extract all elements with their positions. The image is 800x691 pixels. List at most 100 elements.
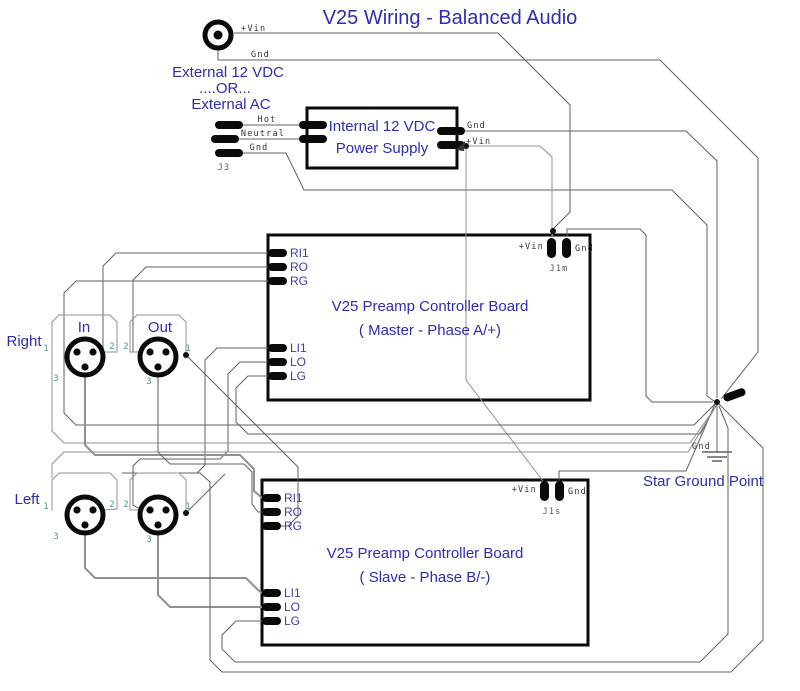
diagram-title: V25 Wiring - Balanced Audio <box>323 7 578 29</box>
wire-j1s-gnd <box>558 403 716 481</box>
wire-rout3-slave-ro <box>157 375 262 513</box>
wire-master-lg <box>235 375 718 435</box>
j3-neutral-label: Neutral <box>241 129 285 139</box>
board-pin-pill-lg <box>268 372 287 380</box>
xlr-in-label: In <box>78 319 91 336</box>
psu-title-line1: Internal 12 VDC <box>329 118 436 135</box>
xlr-pin-number: 1 <box>43 344 48 354</box>
board-pin-pill-rg <box>268 277 287 285</box>
board-pin-label-ro: RO <box>290 260 308 274</box>
xlr-pin-number: 2 <box>123 342 128 352</box>
board-pin-label-ri1: RI1 <box>290 246 309 260</box>
xlr-pin-number: 1 <box>185 502 190 512</box>
power-header-pin <box>547 238 556 258</box>
xlr-pin-number: 2 <box>123 500 128 510</box>
board-pin-pill-ri1 <box>262 494 281 502</box>
vin-arrow-icon <box>456 141 465 151</box>
wire-rin3-slave-ri1 <box>84 375 263 499</box>
board-pin-pill-li1 <box>262 589 281 597</box>
j1s-gnd-label: Gnd <box>568 487 587 497</box>
bracket-right-out <box>129 314 187 353</box>
xlr-pin-number: 3 <box>146 535 151 545</box>
xlr-pin <box>154 521 162 529</box>
pin-pill <box>299 121 327 129</box>
xlr-out-label: Out <box>148 319 173 336</box>
slave-title-line2: ( Slave - Phase B/-) <box>360 569 491 586</box>
wire-barrel-gnd <box>217 49 759 400</box>
or-label: ....OR... <box>199 80 251 97</box>
xlr-pin <box>89 506 97 514</box>
star-ground-lug <box>723 388 746 402</box>
junction-dot <box>550 228 556 234</box>
wire-shield-bus-1 <box>51 355 718 444</box>
board-pin-pill-ri1 <box>268 249 287 257</box>
wire-psu-vin-j1m <box>461 145 553 236</box>
board-pin-label-rg: RG <box>284 519 302 533</box>
bracket-left-in <box>51 472 118 511</box>
xlr-connector-icon <box>137 494 179 536</box>
board-pin-label-lo: LO <box>290 355 306 369</box>
master-title-line1: V25 Preamp Controller Board <box>332 298 529 315</box>
xlr-pin <box>146 506 154 514</box>
barrel-vin-label: +Vin <box>241 24 266 34</box>
xlr-pin-number: 1 <box>43 502 48 512</box>
j1m-gnd-label: Gnd <box>575 244 594 254</box>
xlr-pin-number: 3 <box>53 374 58 384</box>
psu-out-vin-label: +Vin <box>466 137 491 147</box>
dc-barrel-center-pin <box>213 30 223 40</box>
xlr-pin <box>81 363 89 371</box>
dc-barrel-connector-icon <box>202 19 234 51</box>
board-pin-label-rg: RG <box>290 274 308 288</box>
wire-psu-vin-j1s <box>465 146 544 482</box>
j1m-name-label: J1m <box>550 264 569 274</box>
pin-pill <box>215 121 243 129</box>
board-pin-label-li1: LI1 <box>284 586 301 600</box>
right-channel-label: Right <box>6 333 42 350</box>
wire-lout1-stub <box>185 473 226 514</box>
wire-j1m-gnd <box>566 228 713 403</box>
power-header-pin <box>562 238 571 258</box>
xlr-pin <box>73 506 81 514</box>
xlr-pin <box>146 348 154 356</box>
wire-j3-gnd <box>243 152 715 402</box>
board-pin-label-lg: LG <box>284 614 300 628</box>
power-header-pin <box>540 481 549 501</box>
board-pin-label-ri1: RI1 <box>284 491 303 505</box>
master-title-line2: ( Master - Phase A/+) <box>359 322 501 339</box>
xlr-pin-number: 3 <box>53 532 58 542</box>
pin-pill <box>437 141 465 149</box>
xlr-pin <box>89 348 97 356</box>
xlr-pin <box>81 521 89 529</box>
external-dc-label: External 12 VDC <box>172 64 284 81</box>
xlr-pin <box>162 348 170 356</box>
j1m-vin-label: +Vin <box>519 242 544 252</box>
star-ground-point-label: Star Ground Point <box>643 473 764 490</box>
board-pin-pill-li1 <box>268 344 287 352</box>
bracket-left-out <box>129 472 187 511</box>
xlr-connector-icon <box>137 336 179 378</box>
bracket-right-in <box>51 314 118 355</box>
wire-master-li1 <box>122 347 268 474</box>
wire-master-ri1 <box>102 252 268 350</box>
xlr-pin-number: 1 <box>185 344 190 354</box>
j3-name-label: J3 <box>218 163 231 173</box>
board-pin-label-li1: LI1 <box>290 341 307 355</box>
star-gnd-label: Gnd <box>692 442 711 452</box>
wire-master-rg <box>63 280 717 426</box>
xlr-connector-icon <box>64 494 106 536</box>
external-ac-label: External AC <box>191 96 270 113</box>
pin-pill <box>211 135 239 143</box>
wire-psu-gnd <box>457 130 718 398</box>
xlr-pin-number: 2 <box>109 500 114 510</box>
board-pin-pill-rg <box>262 522 281 530</box>
pin-pill <box>215 149 243 157</box>
psu-out-gnd-label: Gnd <box>467 121 486 131</box>
junction-dot <box>714 399 720 405</box>
pin-pill <box>299 135 327 143</box>
slave-title-line1: V25 Preamp Controller Board <box>327 545 524 562</box>
board-pin-pill-ro <box>268 263 287 271</box>
psu-title-line2: Power Supply <box>336 140 429 157</box>
xlr-pin-number: 2 <box>109 342 114 352</box>
master-board-box <box>266 233 592 402</box>
left-channel-label: Left <box>14 491 40 508</box>
